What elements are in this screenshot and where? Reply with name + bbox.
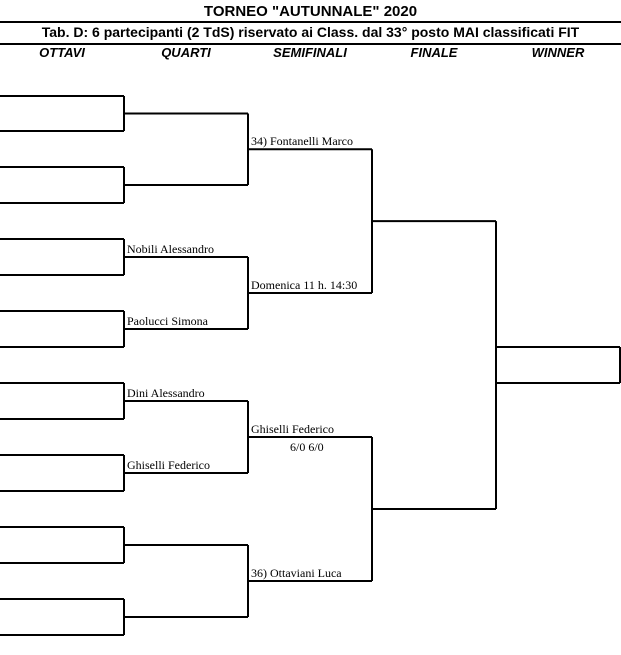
semifinali-slot-1: 34) Fontanelli Marco [251,134,353,148]
divider [0,43,621,45]
page-subtitle: Tab. D: 6 partecipanti (2 TdS) riservato… [41,24,580,40]
round-header-quarti: QUARTI [161,45,211,60]
round-header-semifinali: SEMIFINALI [273,45,347,60]
quarti-slot-4: Paolucci Simona [127,314,208,328]
semifinali-slot-4: 36) Ottaviani Luca [251,566,342,580]
round-header-ottavi: OTTAVI [39,45,85,60]
quarti-slot-6: Ghiselli Federico [127,458,210,472]
semifinali-slot-3: Ghiselli Federico [251,422,334,436]
round-header-finale: FINALE [410,45,458,60]
match-score: 6/0 6/0 [290,440,324,454]
quarti-slot-3: Nobili Alessandro [127,242,214,256]
round-header-winner: WINNER [531,45,585,60]
quarti-slot-5: Dini Alessandro [127,386,205,400]
page-title: TORNEO "AUTUNNALE" 2020 [203,3,418,20]
semifinali-slot-2: Domenica 11 h. 14:30 [251,278,358,292]
divider [0,21,621,23]
